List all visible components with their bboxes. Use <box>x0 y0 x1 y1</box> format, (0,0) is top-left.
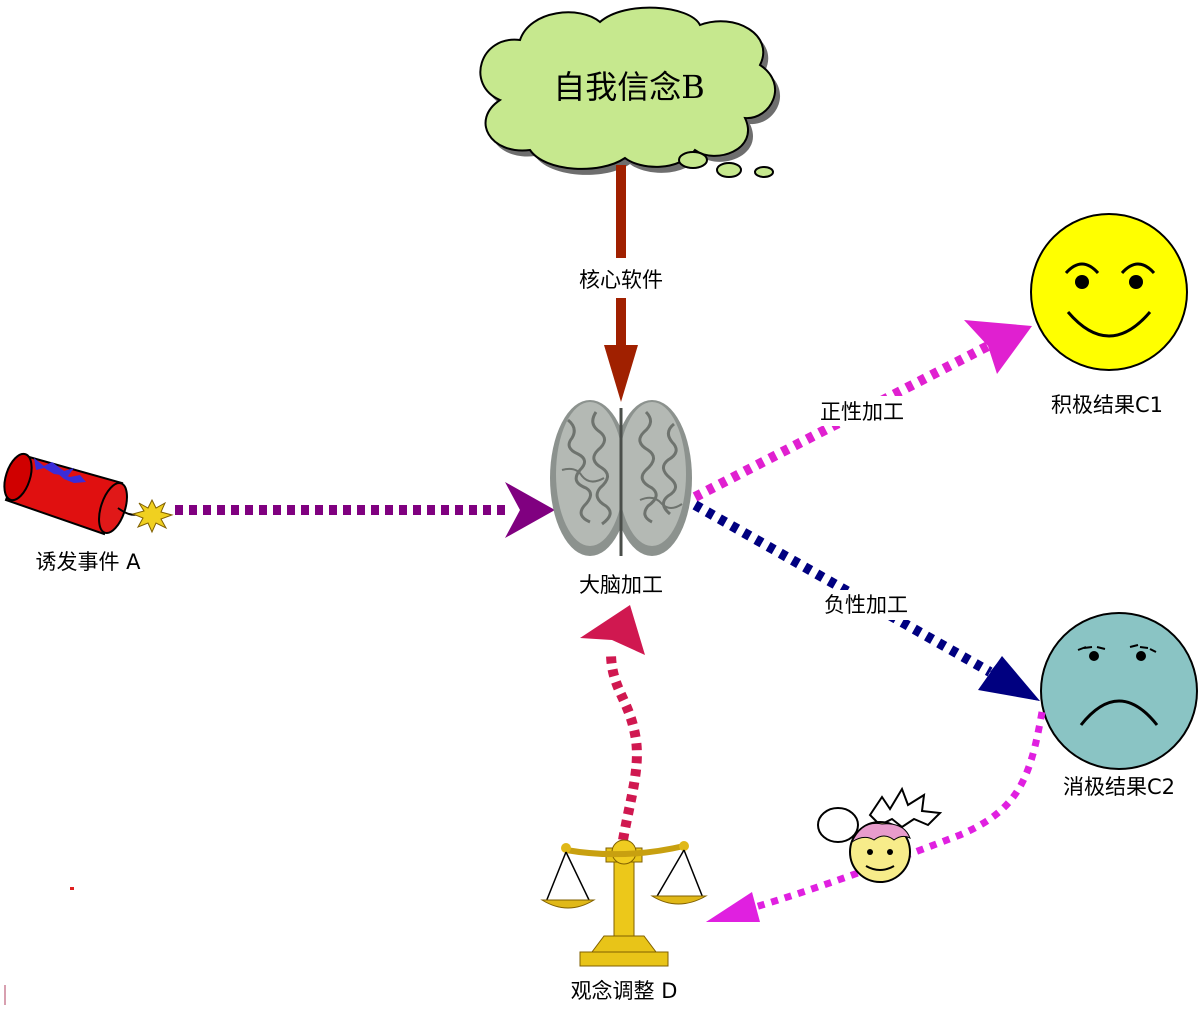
label-backdrop <box>808 396 916 426</box>
brain-icon <box>550 400 692 556</box>
trigger-arrow <box>175 482 555 538</box>
core-software-arrow <box>604 165 638 402</box>
label-backdrop <box>808 590 916 620</box>
feedback-arrow <box>706 711 1046 922</box>
sad-face-icon <box>1040 612 1198 770</box>
negative-result-label: 消极结果C2 <box>1063 775 1175 799</box>
firecracker-icon <box>3 452 174 536</box>
arrowhead <box>604 345 638 402</box>
positive-processing-arrow <box>692 320 1032 502</box>
adjustment-arrow <box>580 605 645 841</box>
negative-processing-label: 负性加工 <box>824 593 908 617</box>
belief-label: 自我信念B <box>553 68 705 106</box>
belief-cloud: 自我信念B <box>479 6 781 178</box>
spark-icon <box>131 498 174 534</box>
core-software-label: 核心软件 <box>579 268 663 292</box>
stray-mark <box>70 887 74 890</box>
cloud-bubble <box>678 151 708 169</box>
arrowhead <box>580 605 645 655</box>
adjustment-label: 观念调整 D <box>571 979 678 1003</box>
belief-cloud-shape <box>479 6 777 170</box>
smiley-face-icon <box>1030 213 1188 371</box>
cloud-bubble <box>716 162 742 178</box>
trigger-label: 诱发事件 A <box>35 550 141 574</box>
stray-mark <box>4 985 6 1005</box>
cloud-bubble <box>754 166 774 178</box>
positive-result-label: 积极结果C1 <box>1051 393 1163 417</box>
confused-face-icon <box>817 786 943 883</box>
brain-label: 大脑加工 <box>579 573 663 597</box>
arrowhead <box>505 482 555 538</box>
negative-processing-arrow <box>692 500 1040 701</box>
arrowhead <box>964 320 1032 374</box>
positive-processing-label: 正性加工 <box>820 400 904 424</box>
balance-scale-icon <box>540 839 708 967</box>
